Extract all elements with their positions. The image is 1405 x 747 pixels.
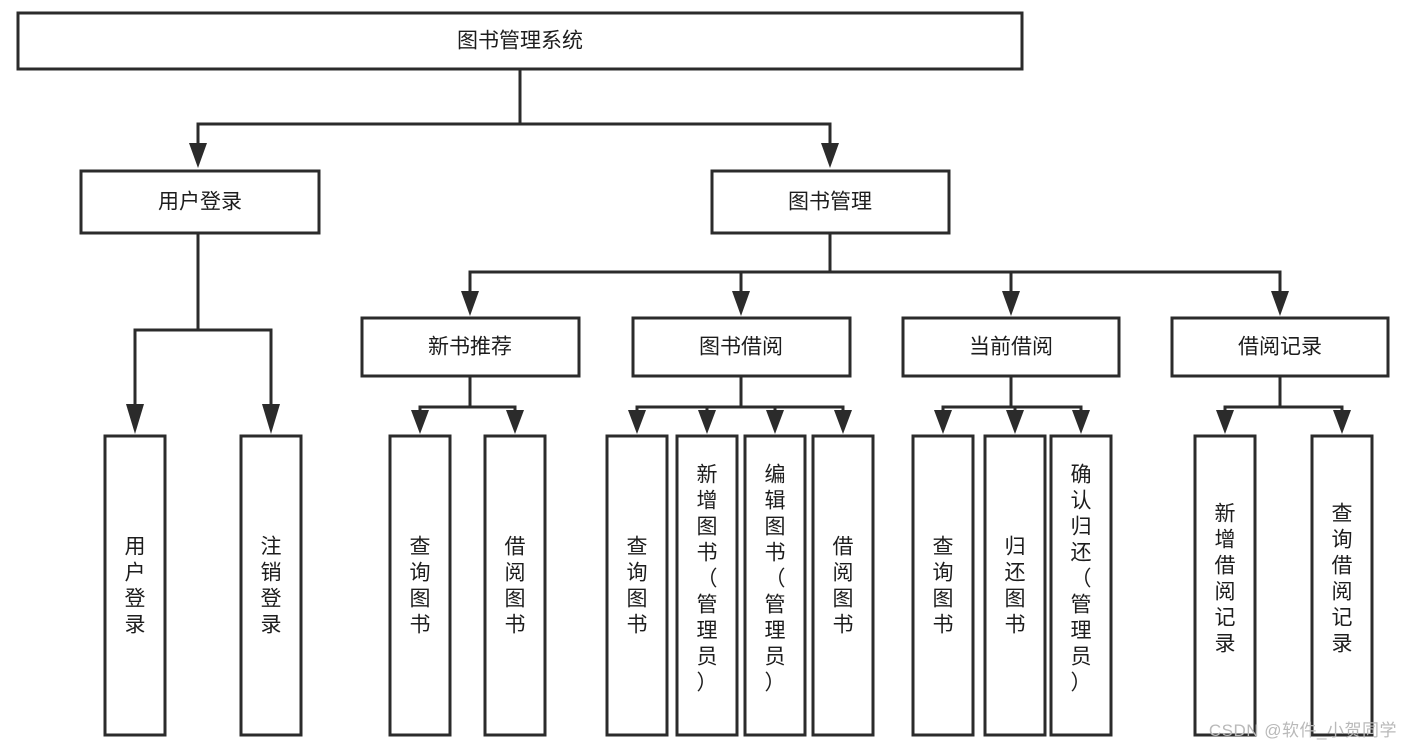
node-leaf-query-book-3[interactable]: 查询图书 [911,434,975,737]
node-leaf-add-book-admin-label: 新增图书（管理员） [697,463,718,694]
arrowhead-current-borrow [1002,291,1020,316]
arrowhead-leaf-query-book-3 [934,410,952,434]
node-current-borrow[interactable]: 当前借阅 [901,316,1121,378]
arrowhead-leaf-return-book [1006,410,1024,434]
node-leaf-add-book-admin[interactable]: 新增图书（管理员） [675,434,739,737]
node-book-manage[interactable]: 图书管理 [710,169,951,235]
node-leaf-borrow-book-2[interactable]: 借阅图书 [811,434,875,737]
arrowhead-leaf-add-borrow-record [1216,410,1234,434]
node-leaf-query-borrow-record[interactable]: 查询借阅记录 [1310,434,1374,737]
node-leaf-borrow-book-2-rect[interactable] [811,434,875,737]
node-user-login-rect[interactable] [79,169,321,235]
node-leaf-user-logout[interactable]: 注销登录 [239,434,303,737]
connector-group-current-borrow [934,374,1090,434]
arrowhead-leaf-borrow-book-1 [506,410,524,434]
node-leaf-query-book-3-label: 查询图书 [933,535,954,636]
arrowhead-book-borrow [732,291,750,316]
arrowhead-leaf-query-book-2 [628,410,646,434]
node-leaf-add-borrow-record-label: 新增借阅记录 [1215,502,1236,655]
node-leaf-return-book[interactable]: 归还图书 [983,434,1047,737]
connector-group-new-book-recommend [411,374,524,434]
arrowhead-book-manage [821,143,839,168]
node-leaf-return-book-label: 归还图书 [1005,535,1026,636]
node-book-borrow-rect[interactable] [631,316,852,378]
node-leaf-borrow-book-1[interactable]: 借阅图书 [483,434,547,737]
arrowhead-leaf-edit-book-admin [766,410,784,434]
node-leaf-borrow-book-2-label: 借阅图书 [833,535,854,636]
node-borrow-record-label: 借阅记录 [1238,336,1322,359]
node-leaf-query-book-1-rect[interactable] [388,434,452,737]
node-book-borrow-label: 图书借阅 [699,336,783,359]
node-book-manage-label: 图书管理 [788,191,872,214]
node-leaf-confirm-return-admin-rect[interactable] [1049,434,1113,737]
arrowhead-leaf-user-logout [262,404,280,434]
node-new-book-recommend-rect[interactable] [360,316,581,378]
node-leaf-borrow-book-1-rect[interactable] [483,434,547,737]
node-leaf-query-book-2-rect[interactable] [605,434,669,737]
node-borrow-record-rect[interactable] [1170,316,1390,378]
node-leaf-query-book-2[interactable]: 查询图书 [605,434,669,737]
node-user-login[interactable]: 用户登录 [79,169,321,235]
node-leaf-confirm-return-admin-label: 确认归还（管理员） [1071,463,1092,694]
connector-group-root [189,67,839,168]
node-leaf-query-borrow-record-rect[interactable] [1310,434,1374,737]
node-leaf-query-book-1-label: 查询图书 [410,535,431,636]
node-current-borrow-rect[interactable] [901,316,1121,378]
arrowhead-new-book-recommend [461,291,479,316]
connector-group-user-login [126,231,280,434]
arrowhead-user-login [189,143,207,168]
arrowhead-leaf-borrow-book-2 [834,410,852,434]
connector-group-borrow-record [1216,374,1351,434]
node-root-label: 图书管理系统 [457,30,583,53]
node-leaf-add-book-admin-rect[interactable] [675,434,739,737]
node-leaf-edit-book-admin-rect[interactable] [743,434,807,737]
node-book-borrow[interactable]: 图书借阅 [631,316,852,378]
arrowhead-leaf-add-book-admin [698,410,716,434]
node-leaf-add-borrow-record-rect[interactable] [1193,434,1257,737]
node-leaf-user-login[interactable]: 用户登录 [103,434,167,737]
connector-group-book-borrow [628,374,852,434]
node-leaf-query-book-1[interactable]: 查询图书 [388,434,452,737]
node-book-manage-rect[interactable] [710,169,951,235]
node-root-rect[interactable] [16,11,1024,71]
node-leaf-edit-book-admin[interactable]: 编辑图书（管理员） [743,434,807,737]
arrowhead-borrow-record [1271,291,1289,316]
node-borrow-record[interactable]: 借阅记录 [1170,316,1390,378]
arrowhead-leaf-confirm-return-admin [1072,410,1090,434]
arrowhead-leaf-query-book-1 [411,410,429,434]
node-leaf-query-borrow-record-label: 查询借阅记录 [1332,502,1353,655]
node-new-book-recommend-label: 新书推荐 [428,336,512,359]
node-leaf-user-login-label: 用户登录 [125,535,146,636]
node-leaf-confirm-return-admin[interactable]: 确认归还（管理员） [1049,434,1113,737]
csdn-watermark: CSDN @软件_小贺同学 [1208,721,1397,740]
node-leaf-borrow-book-1-label: 借阅图书 [505,535,526,636]
node-leaf-user-logout-rect[interactable] [239,434,303,737]
node-leaf-user-login-rect[interactable] [103,434,167,737]
node-leaf-return-book-rect[interactable] [983,434,1047,737]
arrowhead-leaf-query-borrow-record [1333,410,1351,434]
node-current-borrow-label: 当前借阅 [969,336,1053,359]
arrowhead-leaf-user-login [126,404,144,434]
node-new-book-recommend[interactable]: 新书推荐 [360,316,581,378]
node-user-login-label: 用户登录 [158,191,242,214]
node-leaf-user-logout-label: 注销登录 [261,535,282,636]
connector-group-book-manage [461,231,1289,316]
node-leaf-edit-book-admin-label: 编辑图书（管理员） [765,463,786,694]
node-leaf-query-book-2-label: 查询图书 [627,535,648,636]
node-leaf-query-book-3-rect[interactable] [911,434,975,737]
node-root[interactable]: 图书管理系统 [16,11,1024,71]
node-leaf-add-borrow-record[interactable]: 新增借阅记录 [1193,434,1257,737]
